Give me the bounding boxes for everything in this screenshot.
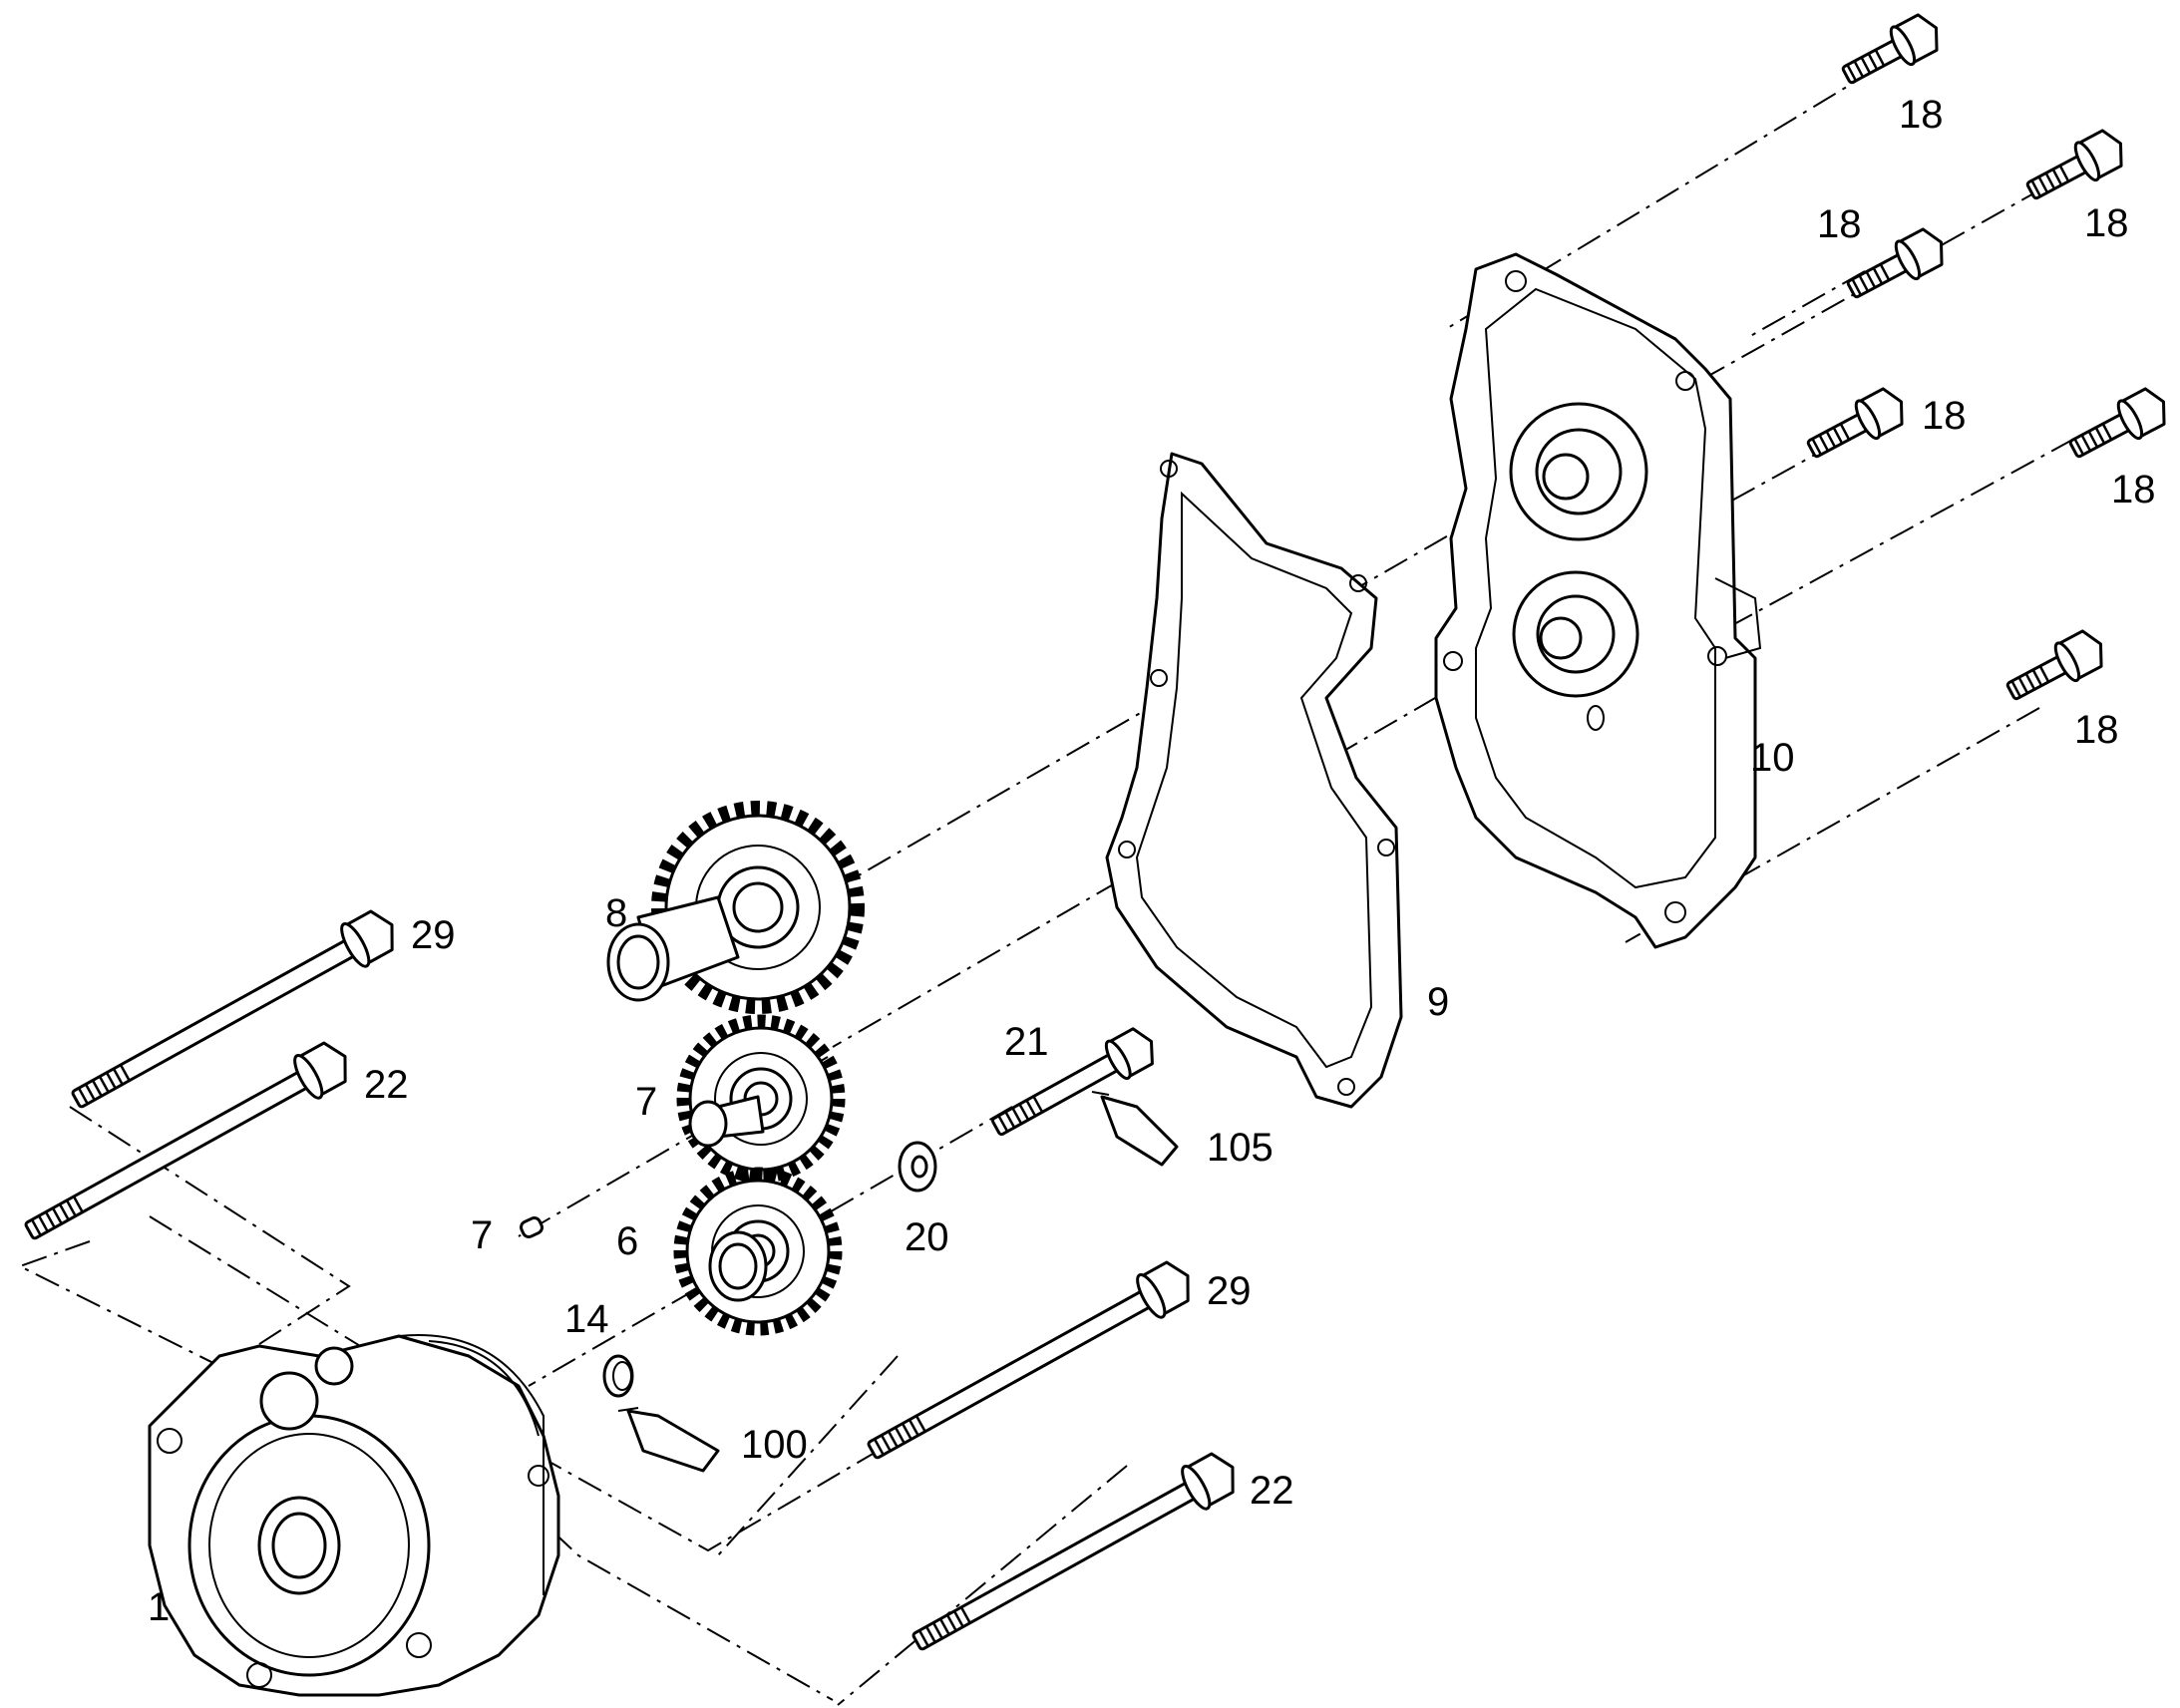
gear-part-7 xyxy=(683,1021,839,1177)
bolt-part-18-d xyxy=(1800,381,1913,470)
callout-7-pin: 7 xyxy=(471,1213,493,1257)
sealant-tube-part-105 xyxy=(1091,1091,1179,1167)
callout-18-a: 18 xyxy=(1899,93,1944,137)
callout-20: 20 xyxy=(905,1215,949,1259)
bolt-part-18-a xyxy=(1835,7,1948,96)
sealant-tube-part-100 xyxy=(617,1407,720,1473)
callout-100: 100 xyxy=(741,1423,808,1467)
gear-part-6 xyxy=(680,1174,836,1329)
gasket-part-9 xyxy=(1105,452,1403,1109)
gear-part-8 xyxy=(606,808,858,1007)
bolt-part-29-upper xyxy=(63,901,406,1123)
callout-29-upper: 29 xyxy=(411,913,456,957)
callout-14: 14 xyxy=(564,1297,609,1341)
callout-18-e: 18 xyxy=(2111,468,2156,512)
ring-part-14 xyxy=(602,1354,634,1398)
callout-8: 8 xyxy=(605,891,627,935)
callout-1: 1 xyxy=(148,1585,170,1629)
bolt-part-22-lower xyxy=(904,1444,1247,1665)
cover-part-10 xyxy=(1434,252,1762,949)
callout-7-gear: 7 xyxy=(635,1080,657,1124)
callout-6: 6 xyxy=(616,1219,638,1263)
housing-part-1 xyxy=(148,1334,560,1697)
callout-21: 21 xyxy=(1004,1020,1049,1064)
callout-18-c: 18 xyxy=(1817,202,1862,246)
bolt-part-29-lower xyxy=(859,1252,1202,1474)
callout-105: 105 xyxy=(1207,1126,1273,1170)
callout-labels: 1 6 7 7 8 9 10 14 18 18 18 18 18 18 20 2… xyxy=(148,93,2156,1629)
dowel-pin-part-7 xyxy=(520,1215,544,1239)
callout-18-b: 18 xyxy=(2084,201,2129,245)
callout-18-d: 18 xyxy=(1922,394,1967,438)
callout-18-f: 18 xyxy=(2074,708,2119,752)
bolt-part-18-b xyxy=(2019,123,2132,211)
callout-22-lower: 22 xyxy=(1250,1469,1294,1513)
callout-29-lower: 29 xyxy=(1207,1269,1252,1313)
callout-10: 10 xyxy=(1750,736,1795,780)
bolt-part-22-upper xyxy=(16,1033,359,1254)
washer-part-20 xyxy=(898,1141,937,1193)
bolt-part-18-e xyxy=(2062,381,2175,470)
callout-22-upper: 22 xyxy=(364,1063,409,1107)
bolt-part-18-f xyxy=(1999,623,2112,712)
callout-9: 9 xyxy=(1427,980,1449,1024)
